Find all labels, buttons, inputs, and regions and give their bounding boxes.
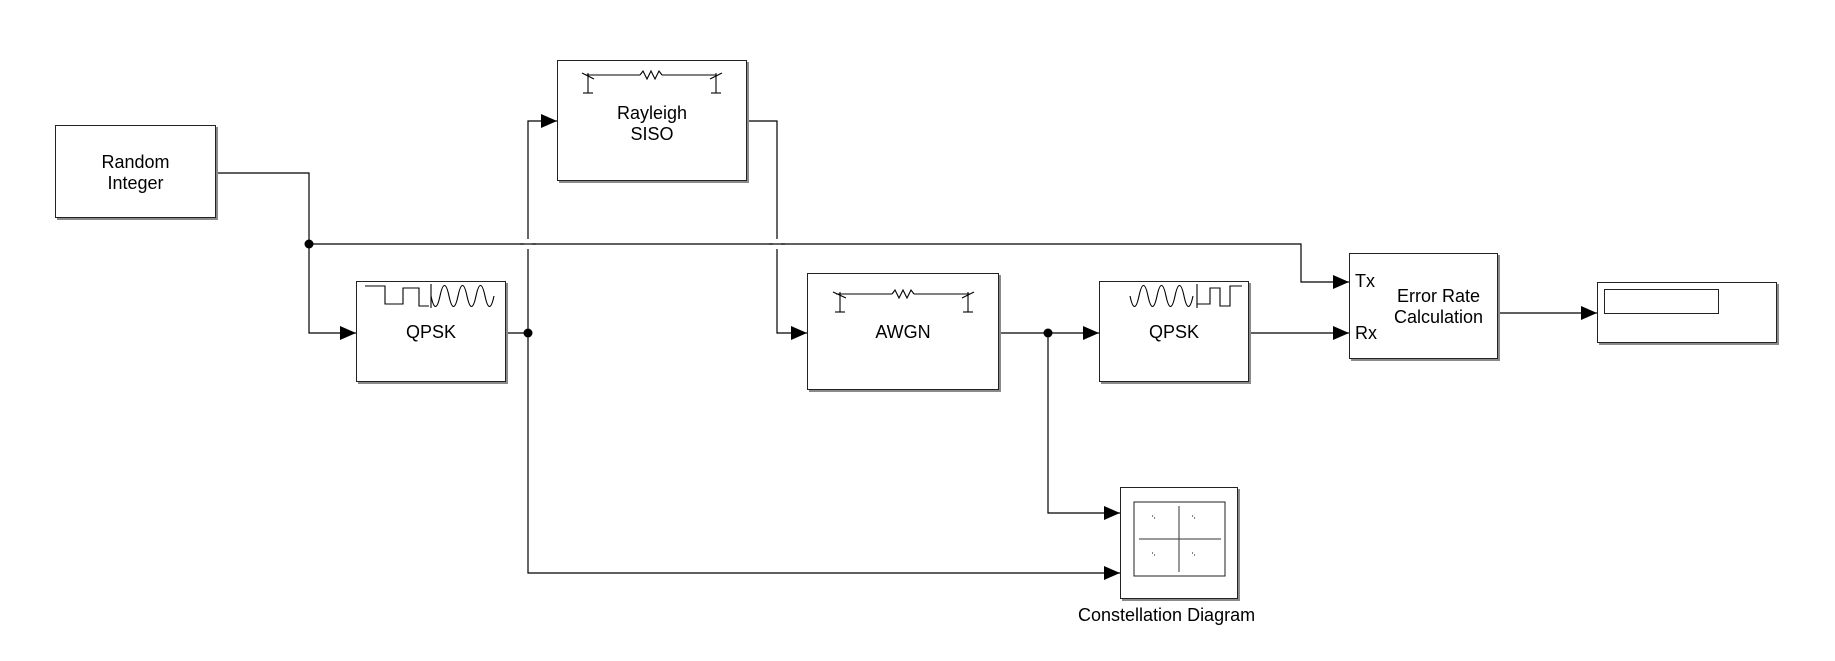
error-rate-label-2: Calculation	[1393, 307, 1484, 327]
awgn-label: AWGN	[875, 322, 931, 342]
display-value-field	[1604, 289, 1719, 314]
svg-text:⠑: ⠑	[1151, 515, 1156, 523]
qpsk-demodulator-icon	[1129, 284, 1242, 308]
constellation-scatter-icon: ⠑ ⠑ ⠑ ⠑	[1133, 501, 1226, 577]
qpsk-modulator-block[interactable]: QPSK	[356, 281, 506, 382]
line-branch-to-constellation-1	[1047, 333, 1120, 520]
random-integer-label-1: Random	[101, 152, 170, 172]
error-rate-calculation-block[interactable]: Tx Rx Error Rate Calculation	[1349, 253, 1498, 359]
line-rayleigh-to-awgn	[747, 120, 807, 340]
svg-text:⠑: ⠑	[1191, 552, 1196, 560]
port-rx-label: Rx	[1355, 323, 1377, 343]
svg-text:⠑: ⠑	[1191, 515, 1196, 523]
line-branch-to-constellation-2	[527, 333, 1120, 580]
line-random-to-branch	[216, 172, 310, 244]
qpsk-mod-label: QPSK	[405, 322, 457, 342]
fading-channel-icon	[581, 69, 723, 94]
random-integer-block[interactable]: Random Integer	[55, 125, 216, 218]
rayleigh-label-1: Rayleigh	[616, 103, 688, 123]
line-branch-to-tx	[309, 243, 1349, 289]
svg-text:⠑: ⠑	[1151, 552, 1156, 560]
qpsk-modulator-icon	[365, 284, 495, 308]
port-tx-label: Tx	[1355, 271, 1375, 291]
error-rate-label-1: Error Rate	[1396, 286, 1481, 306]
rayleigh-siso-block[interactable]: Rayleigh SISO	[557, 60, 747, 181]
awgn-block[interactable]: AWGN	[807, 273, 999, 390]
rayleigh-label-2: SISO	[630, 124, 674, 144]
junction-dot	[1043, 328, 1053, 338]
line-branch-to-qpsk-mod	[308, 244, 356, 340]
constellation-diagram-block[interactable]: ⠑ ⠑ ⠑ ⠑	[1120, 487, 1238, 599]
qpsk-demodulator-block[interactable]: QPSK	[1099, 281, 1249, 382]
junction-dot	[304, 239, 314, 249]
constellation-diagram-caption: Constellation Diagram	[1078, 605, 1256, 625]
qpsk-demod-label: QPSK	[1148, 322, 1200, 342]
line-branch-to-rayleigh	[527, 114, 557, 333]
random-integer-label-2: Integer	[107, 173, 164, 193]
awgn-channel-icon	[832, 288, 975, 313]
display-block[interactable]	[1597, 282, 1777, 343]
junction-dot	[523, 328, 533, 338]
